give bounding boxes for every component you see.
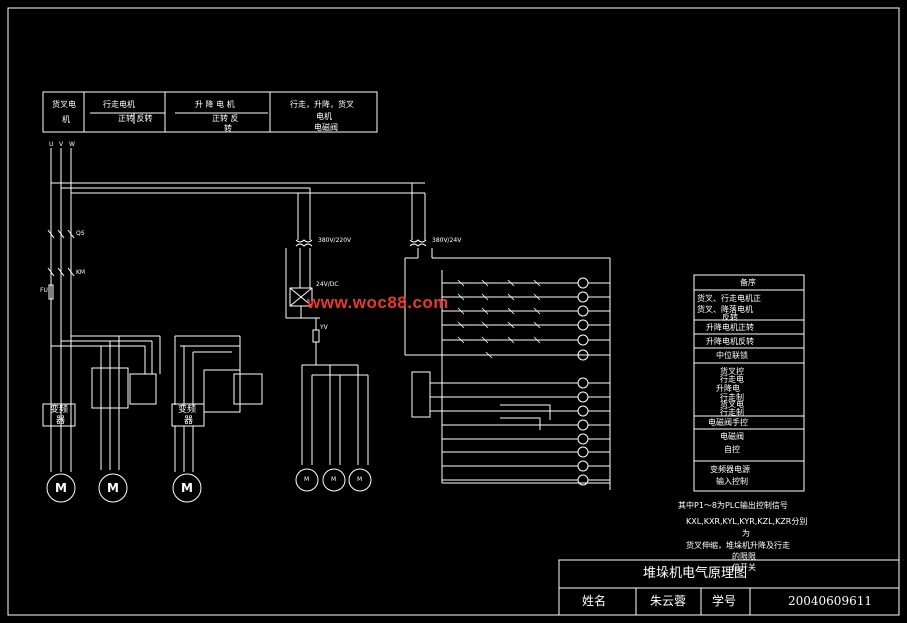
inverter-2-label: 变频	[178, 405, 197, 415]
transformer-label-2: 380V/24V	[432, 237, 462, 244]
header-table-frame	[42, 91, 378, 133]
small-motor-2-symbol: M	[331, 476, 337, 483]
legend-item-6: 中位联锁	[716, 351, 748, 360]
note-line-4: 货叉伸缩，堆垛机升降及行走	[686, 541, 790, 550]
motor-1	[46, 473, 76, 503]
header-col4-line3: 电磁阀	[314, 123, 338, 132]
legend-item-15: 自控	[724, 445, 740, 454]
phase-label-u: U	[49, 141, 54, 148]
note-line-2: KXL,KXR,KYL,KYR,KZL,KZR分别	[686, 517, 808, 526]
header-col1-line2: 机	[62, 115, 70, 124]
legend-item-17: 输入控制	[716, 477, 748, 486]
legend-item-13: 电磁阀手控	[708, 418, 748, 427]
header-col3-sub-a: 正转 反	[212, 114, 239, 123]
rectifier-label: 24V/DC	[316, 281, 339, 288]
inverter-1-box	[42, 403, 76, 427]
legend-item-3: 反转	[722, 313, 738, 322]
motor-3-symbol: M	[181, 481, 193, 495]
legend-item-8: 行走电	[720, 375, 744, 384]
legend-item-16: 变频器电源	[710, 465, 750, 474]
motor-1-symbol: M	[55, 481, 67, 495]
legend-item-2: 货叉、降落电机	[697, 305, 753, 314]
legend-item-1: 货叉、行走电机正	[697, 294, 761, 303]
phase-label-w: W	[69, 141, 75, 148]
header-col2-sub: 正转 反转	[118, 114, 153, 123]
note-line-5: 的限限	[732, 552, 756, 561]
header-col3-sub-b: 转	[224, 124, 232, 133]
header-col4-line2: 电机	[316, 112, 332, 121]
note-line-6: 位开关	[732, 563, 756, 572]
legend-item-10: 行走制	[720, 393, 744, 402]
note-line-1: 其中P1～8为PLC输出控制信号	[678, 501, 788, 510]
drawing-title: 堆垛机电气原理图	[643, 566, 748, 581]
inverter-1-label: 变频	[50, 405, 69, 415]
drawing-border	[7, 7, 900, 616]
legend-item-9: 升降电	[716, 384, 740, 393]
phase-label-v: V	[59, 141, 64, 148]
name-label: 姓名	[582, 594, 607, 608]
motor-2-symbol: M	[107, 481, 119, 495]
fuse-label: FU	[40, 287, 48, 294]
inverter-2-label-b: 器	[184, 416, 194, 426]
small-motor-3-symbol: M	[357, 476, 363, 483]
header-col1-line1: 货叉电	[52, 100, 76, 109]
name-value: 朱云蓉	[650, 594, 687, 608]
coil-label: YV	[320, 324, 328, 331]
legend-item-12: 行走制	[720, 408, 744, 417]
control-rungs	[442, 277, 610, 486]
header-col4-line1: 行走，升降，货叉	[290, 100, 354, 109]
switch-label: QS	[76, 230, 85, 237]
legend-item-5: 升降电机反转	[706, 337, 754, 346]
header-col3-title: 升 降 电 机	[195, 100, 235, 109]
legend-item-4: 升降电机正转	[706, 323, 754, 332]
inverter-1-label-b: 器	[56, 416, 66, 426]
legend-title: 备序	[740, 278, 756, 287]
motor-2	[98, 473, 128, 503]
inverter-2-box	[171, 403, 205, 427]
legend-item-7: 货叉控	[720, 367, 744, 376]
student-id-value: 20040609611	[788, 594, 872, 608]
watermark: www.woc88.com	[307, 293, 449, 312]
student-id-label: 学号	[712, 594, 737, 608]
legend-item-11: 货叉电	[720, 400, 744, 409]
contactor-label: KM	[76, 269, 86, 276]
legend-frame	[693, 274, 805, 492]
legend-item-14: 电磁阀	[720, 432, 744, 441]
header-col2-title: 行走电机	[103, 100, 135, 109]
motor-3	[172, 473, 202, 503]
note-line-3: 为	[742, 529, 750, 538]
transformer-label-1: 380V/220V	[318, 237, 352, 244]
small-motor-1-symbol: M	[304, 476, 310, 483]
